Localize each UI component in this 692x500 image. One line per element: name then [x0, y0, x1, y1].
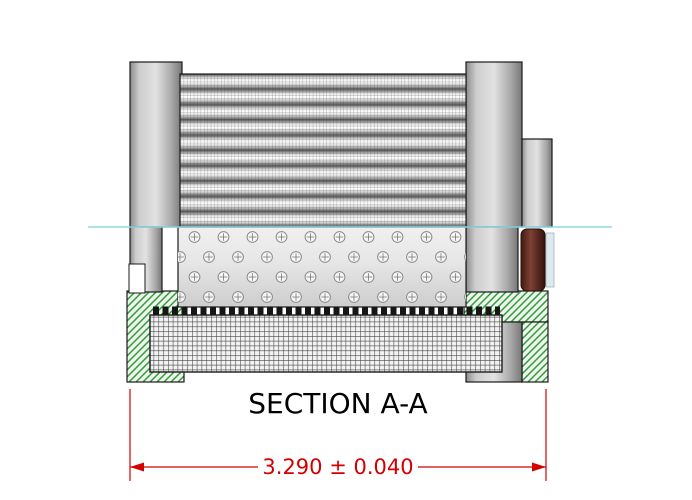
right-endcap-top: [465, 61, 523, 228]
right-endcap-section-hatch-column: [521, 321, 549, 383]
o-ring-seal: [520, 228, 546, 292]
seal-backup-ring: [545, 232, 555, 288]
pleated-media-mesh: [180, 74, 466, 227]
dimension-annotation: 3.290 ± 0.040: [129, 389, 547, 481]
crimp-seam: [152, 306, 500, 315]
outlet-fitting: [521, 138, 553, 228]
left-endcap-notch: [128, 263, 146, 294]
outer-mesh-band: [149, 314, 503, 373]
dimension-arrow-right: [532, 462, 546, 472]
dimension-value: 3.290 ± 0.040: [262, 455, 413, 479]
core-perforations: [178, 227, 466, 307]
section-title: SECTION A-A: [248, 387, 427, 420]
left-endcap-top: [129, 61, 183, 228]
right-endcap-lower: [465, 226, 519, 293]
dimension-arrow-left: [130, 462, 144, 472]
